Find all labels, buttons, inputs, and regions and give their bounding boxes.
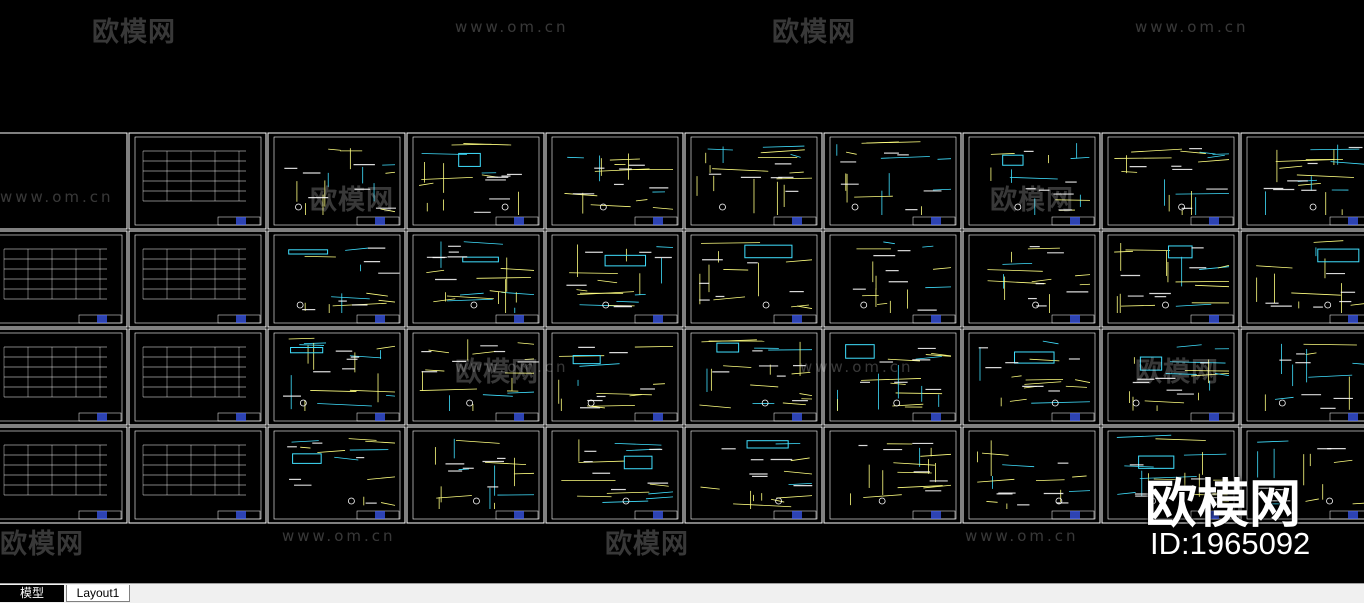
drawing-sheet (406, 132, 545, 230)
drawing-sheet (406, 426, 545, 524)
drawing-sheet (1240, 426, 1364, 524)
drawing-sheet (0, 426, 128, 524)
drawing-sheet (684, 328, 823, 426)
drawing-sheet (823, 230, 962, 328)
drawing-sheet (1240, 132, 1364, 230)
drawing-sheet (962, 132, 1101, 230)
drawing-sheet (545, 426, 684, 524)
drawing-sheet (545, 132, 684, 230)
model-space-canvas[interactable]: 欧模网 www.om.cn 欧模网 www.om.cn www.om.cn 欧模… (0, 0, 1364, 583)
drawing-sheet (545, 230, 684, 328)
drawing-sheet (962, 426, 1101, 524)
drawing-sheet (128, 230, 267, 328)
drawing-sheet (823, 132, 962, 230)
watermark-id: ID:1965092 (1150, 526, 1311, 561)
tab-layout1[interactable]: Layout1 (66, 585, 130, 602)
drawing-sheet (1240, 230, 1364, 328)
drawing-sheet (545, 328, 684, 426)
drawing-sheet (0, 132, 128, 230)
watermark-brand: 欧模网 (1145, 475, 1302, 535)
drawing-sheet (267, 230, 406, 328)
tab-model[interactable]: 模型 (0, 585, 64, 602)
drawing-sheet (684, 426, 823, 524)
drawing-sheet (267, 426, 406, 524)
drawing-sheet (406, 230, 545, 328)
drawing-sheet (684, 230, 823, 328)
drawing-sheet (962, 230, 1101, 328)
drawing-sheet (823, 328, 962, 426)
drawing-sheet (1101, 328, 1240, 426)
drawing-sheet (1240, 328, 1364, 426)
drawing-sheet (406, 328, 545, 426)
layout-tab-bar: 模型 Layout1 (0, 583, 1364, 603)
drawing-sheet (0, 328, 128, 426)
drawing-sheets (0, 132, 1364, 524)
drawing-sheet (267, 132, 406, 230)
drawing-sheet (128, 132, 267, 230)
drawing-sheet (1101, 132, 1240, 230)
drawing-sheet (1101, 426, 1240, 524)
drawing-sheet (684, 132, 823, 230)
drawing-sheet (267, 328, 406, 426)
drawing-sheet (0, 230, 128, 328)
drawing-sheet (823, 426, 962, 524)
drawing-sheet (962, 328, 1101, 426)
drawing-sheet (128, 426, 267, 524)
drawing-sheet (1101, 230, 1240, 328)
drawing-sheet (128, 328, 267, 426)
